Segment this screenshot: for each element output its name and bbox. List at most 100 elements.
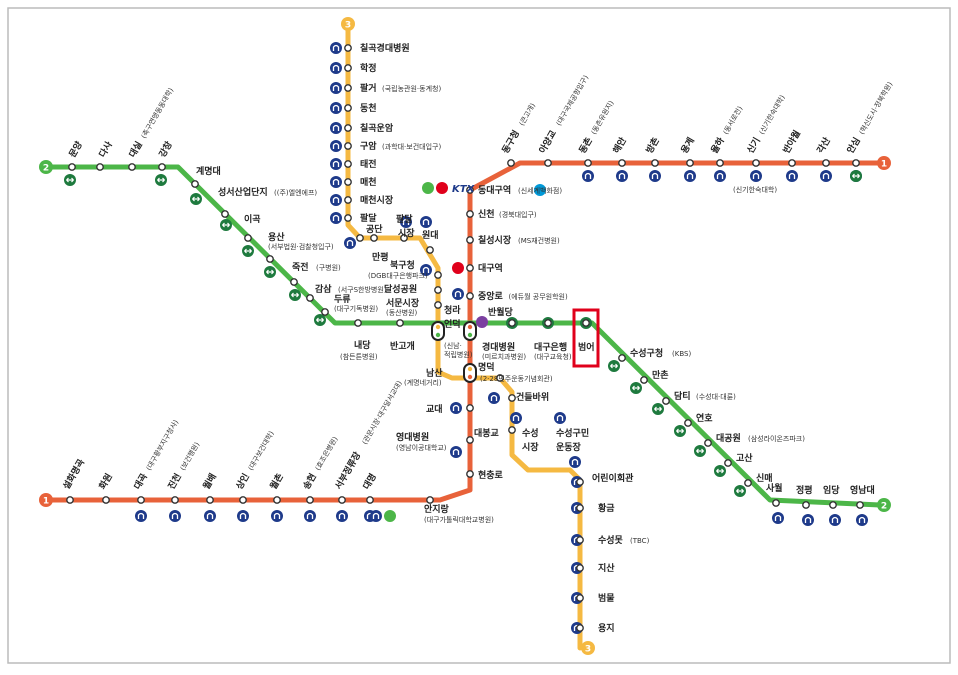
station-동구청[interactable] (507, 159, 515, 167)
station-달성공원[interactable] (434, 286, 442, 294)
station-북구청[interactable] (434, 271, 442, 279)
station-담티[interactable] (662, 397, 670, 405)
station-지산[interactable] (576, 564, 584, 572)
station-대명[interactable] (366, 496, 374, 504)
station-만평[interactable] (356, 234, 364, 242)
station-임당[interactable] (829, 501, 837, 509)
transfer-icon (714, 465, 726, 477)
station-학정[interactable] (344, 64, 352, 72)
station-공단[interactable] (370, 234, 378, 242)
station-신매[interactable] (744, 479, 752, 487)
station-화원[interactable] (102, 496, 110, 504)
station-원대[interactable] (426, 246, 434, 254)
station-명덕[interactable] (463, 363, 477, 383)
station-동대구역[interactable] (466, 186, 474, 194)
station-설화명곡[interactable] (66, 496, 74, 504)
station-죽전[interactable] (290, 278, 298, 286)
station-송현[interactable] (306, 496, 314, 504)
station-name: 현충로 (478, 469, 504, 481)
station-영남대[interactable] (856, 501, 864, 509)
station-황금[interactable] (576, 504, 584, 512)
station-label: 청라 (444, 304, 461, 316)
station-방촌[interactable] (651, 159, 659, 167)
station-대곡[interactable] (137, 496, 145, 504)
station-범물[interactable] (576, 594, 584, 602)
station-수성못[interactable] (576, 536, 584, 544)
line-3-terminal-south[interactable] (581, 641, 595, 655)
station-매천시장[interactable] (344, 196, 352, 204)
station-반고개[interactable] (396, 319, 404, 327)
elevator-icon (330, 140, 342, 152)
station-칠곡운암[interactable] (344, 124, 352, 132)
station-해안[interactable] (618, 159, 626, 167)
station-아양교[interactable] (544, 159, 552, 167)
station-건들바위[interactable] (508, 394, 516, 402)
station-반야월[interactable] (788, 159, 796, 167)
station-사월[interactable] (772, 499, 780, 507)
station-안지랑[interactable] (426, 496, 434, 504)
station-대봉교[interactable] (508, 426, 516, 434)
line-2-terminal-east[interactable] (877, 498, 891, 512)
station-이곡[interactable] (244, 234, 252, 242)
station-계명대[interactable] (191, 180, 199, 188)
station-팔달[interactable] (344, 214, 352, 222)
station-만촌[interactable] (640, 376, 648, 384)
station-감삼[interactable] (306, 294, 314, 302)
station-진천[interactable] (171, 496, 179, 504)
station-용지[interactable] (576, 624, 584, 632)
station-대구역[interactable] (466, 264, 474, 272)
station-동천[interactable] (344, 104, 352, 112)
station-태전[interactable] (344, 160, 352, 168)
line-1-terminal-east[interactable] (877, 156, 891, 170)
station-정평[interactable] (802, 501, 810, 509)
station-율하[interactable] (716, 159, 724, 167)
line-2-terminal-west[interactable] (39, 160, 53, 174)
station-문양[interactable] (68, 163, 76, 171)
elevator-icon (330, 82, 342, 94)
station-대실[interactable] (128, 163, 136, 171)
station-팔거[interactable] (344, 84, 352, 92)
station-신천[interactable] (466, 210, 474, 218)
station-월배[interactable] (206, 496, 214, 504)
station-안심[interactable] (852, 159, 860, 167)
station-성서산업단지[interactable] (221, 210, 229, 218)
station-남산[interactable] (496, 374, 504, 382)
station-두류[interactable] (321, 308, 329, 316)
station-연호[interactable] (684, 419, 692, 427)
station-칠곡경대병원[interactable] (344, 44, 352, 52)
station-서문시장[interactable] (434, 301, 442, 309)
station-중앙로[interactable] (466, 292, 474, 300)
station-경대병원[interactable] (508, 319, 516, 327)
line-2-terminal-west-number: 2 (43, 164, 49, 174)
station-다사[interactable] (96, 163, 104, 171)
station-수성구청[interactable] (618, 354, 626, 362)
station-신기[interactable] (752, 159, 760, 167)
station-팔달시장[interactable] (400, 234, 408, 242)
station-각산[interactable] (822, 159, 830, 167)
station-동촌[interactable] (584, 159, 592, 167)
station-반월당[interactable] (463, 321, 477, 341)
station-대공원[interactable] (704, 439, 712, 447)
station-용산[interactable] (266, 255, 274, 263)
station-영대병원[interactable] (466, 436, 474, 444)
station-label: 경대병원(미르치과병원) (482, 341, 526, 361)
station-청라언덕[interactable] (431, 321, 445, 341)
line-1-terminal-west[interactable] (39, 493, 53, 507)
station-대구은행[interactable] (544, 319, 552, 327)
station-교대[interactable] (466, 404, 474, 412)
station-범어[interactable] (582, 319, 590, 327)
station-고산[interactable] (724, 459, 732, 467)
station-label: 매천 (360, 176, 377, 188)
station-내당[interactable] (354, 319, 362, 327)
station-서부정류장[interactable] (338, 496, 346, 504)
line-3-terminal-north[interactable] (341, 17, 355, 31)
station-상인[interactable] (239, 496, 247, 504)
station-용계[interactable] (686, 159, 694, 167)
station-칠성시장[interactable] (466, 236, 474, 244)
station-매천[interactable] (344, 178, 352, 186)
station-강창[interactable] (158, 163, 166, 171)
station-월촌[interactable] (273, 496, 281, 504)
station-어린이회관[interactable] (576, 478, 584, 486)
station-현충로[interactable] (466, 470, 474, 478)
station-구암[interactable] (344, 142, 352, 150)
